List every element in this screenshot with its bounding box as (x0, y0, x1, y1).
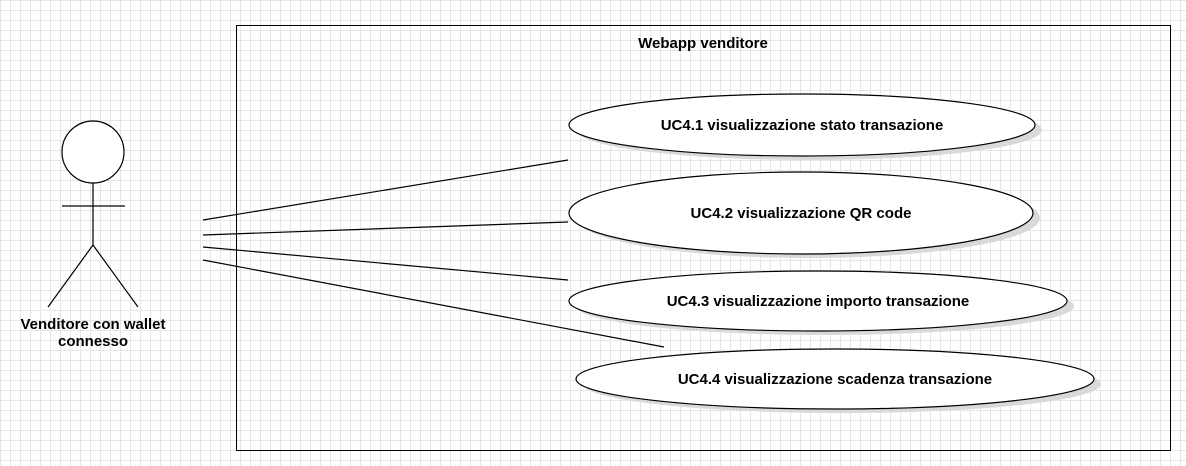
actor-left-leg (47, 244, 94, 308)
system-boundary (236, 25, 1171, 451)
use-case-label: UC4.4 visualizzazione scadenza transazio… (678, 371, 992, 388)
association-uc4-2 (202, 221, 569, 236)
actor-figure (47, 120, 139, 308)
association-uc4-4 (202, 259, 665, 348)
use-case-label: UC4.3 visualizzazione importo transazion… (667, 293, 970, 310)
use-case-uc4-2[interactable]: UC4.2 visualizzazione QR code (568, 171, 1040, 258)
use-case-ellipse (568, 171, 1034, 255)
system-title: Webapp venditore (638, 35, 768, 52)
association-uc4-3 (202, 246, 569, 281)
actor-name: Venditore con wallet connesso (20, 316, 166, 350)
use-case-uc4-4[interactable]: UC4.4 visualizzazione scadenza transazio… (575, 348, 1101, 413)
actor-head (61, 120, 125, 184)
actor-right-leg (92, 244, 139, 308)
use-case-uc4-1[interactable]: UC4.1 visualizzazione stato transazione (568, 93, 1042, 160)
use-case-ellipse (575, 348, 1095, 410)
use-case-uc4-3[interactable]: UC4.3 visualizzazione importo transazion… (568, 270, 1074, 335)
association-uc4-1 (202, 159, 569, 221)
use-case-ellipse (568, 270, 1068, 332)
use-case-label: UC4.2 visualizzazione QR code (691, 205, 912, 222)
use-case-label: UC4.1 visualizzazione stato transazione (661, 117, 944, 134)
use-case-ellipse (568, 93, 1036, 157)
